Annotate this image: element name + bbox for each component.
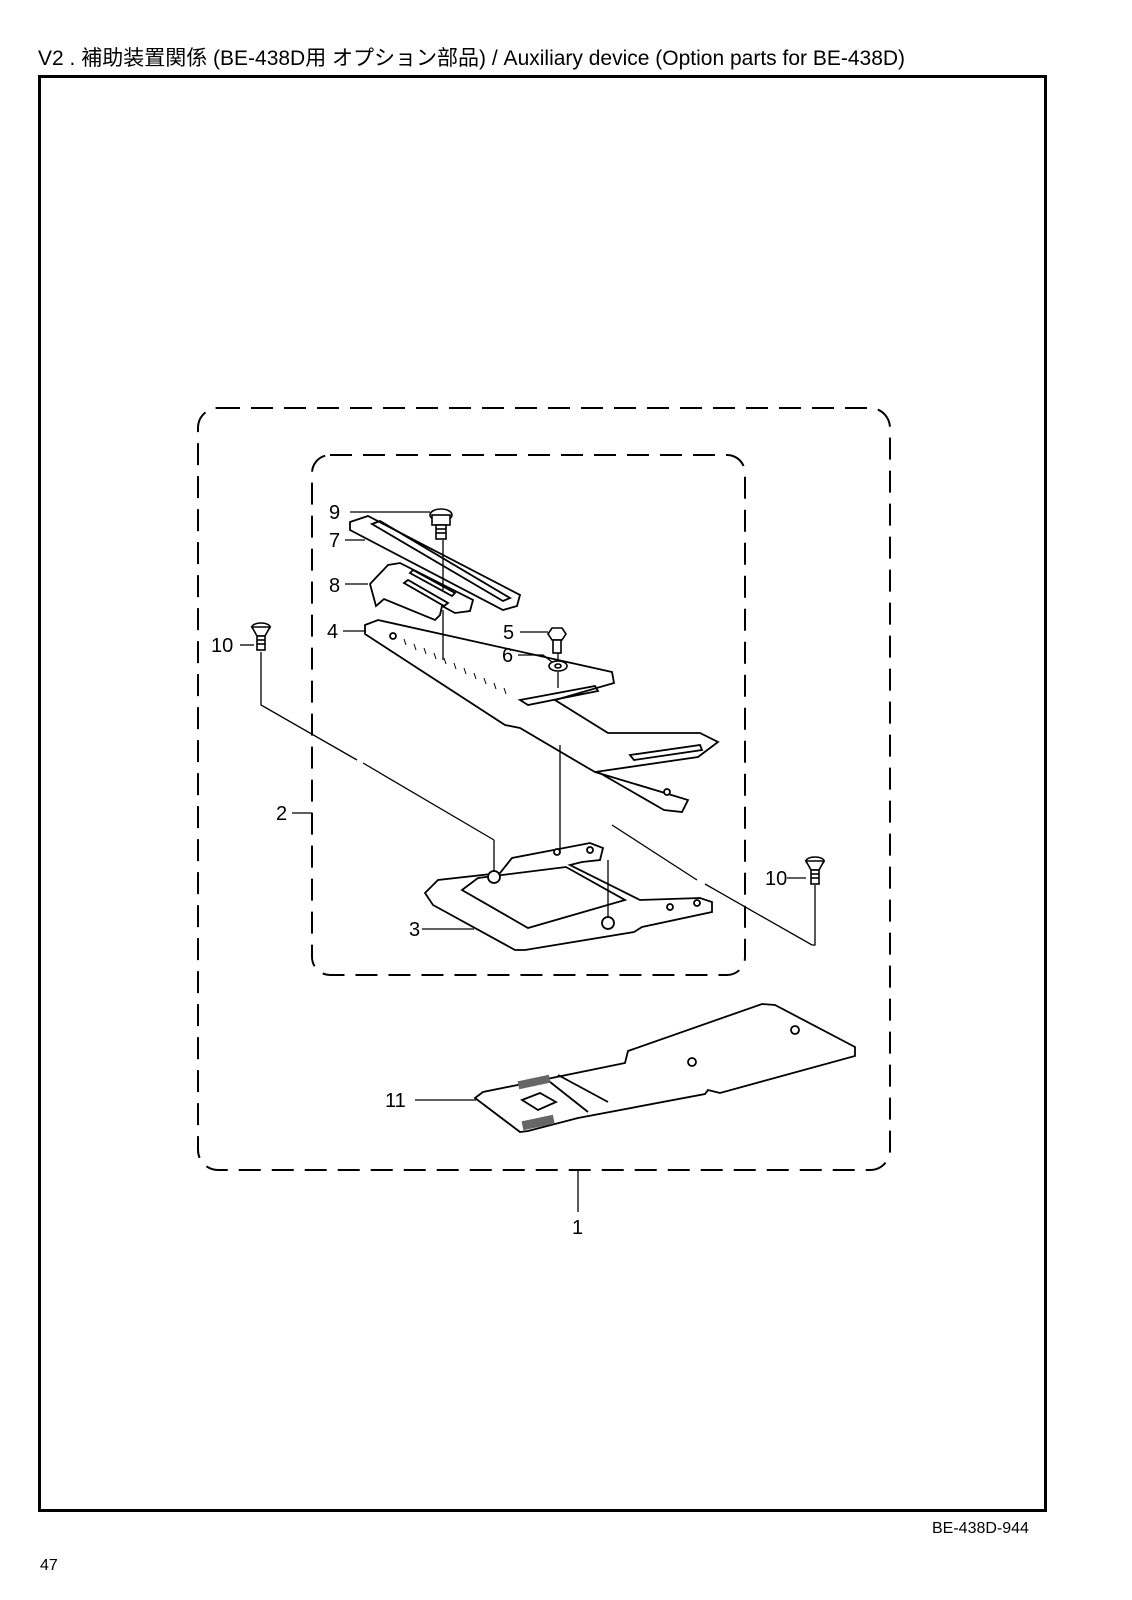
callout-3: 3 — [409, 919, 420, 941]
assembly-boundary-outer — [197, 407, 891, 1171]
callout-11: 11 — [385, 1090, 406, 1112]
callout-10-left: 10 — [211, 635, 233, 657]
diagram-frame — [38, 75, 1047, 1512]
assembly-boundary-inner — [311, 454, 746, 976]
part-4-ruler-arm — [364, 619, 720, 813]
callout-6: 6 — [502, 645, 513, 667]
part-3-frame-plate — [423, 842, 713, 951]
part-10-screw-right-icon — [804, 856, 826, 885]
part-7-guide-bar — [349, 515, 522, 611]
drawing-code: BE-438D-944 — [932, 1520, 1029, 1537]
callout-7: 7 — [329, 530, 340, 552]
part-11-throat-plate — [473, 1003, 856, 1133]
assembly-lines — [260, 540, 816, 946]
callout-2: 2 — [276, 803, 287, 825]
callout-4: 4 — [327, 621, 338, 643]
part-9-thumb-screw-icon — [429, 508, 453, 540]
callout-10-right: 10 — [765, 868, 787, 890]
callout-1: 1 — [572, 1217, 583, 1239]
callout-5: 5 — [503, 622, 514, 644]
part-10-screw-left-icon — [250, 622, 272, 651]
leader-lines — [240, 511, 806, 1212]
callout-9: 9 — [329, 502, 340, 524]
page-title: V2 . 補助装置関係 (BE-438D用 オプション部品) / Auxilia… — [38, 47, 906, 70]
part-6-washer-icon — [548, 660, 568, 672]
page-number: 47 — [40, 1557, 58, 1574]
part-8-scale-plate — [368, 562, 475, 622]
callout-8: 8 — [329, 575, 340, 597]
part-5-bolt-icon — [547, 627, 567, 654]
